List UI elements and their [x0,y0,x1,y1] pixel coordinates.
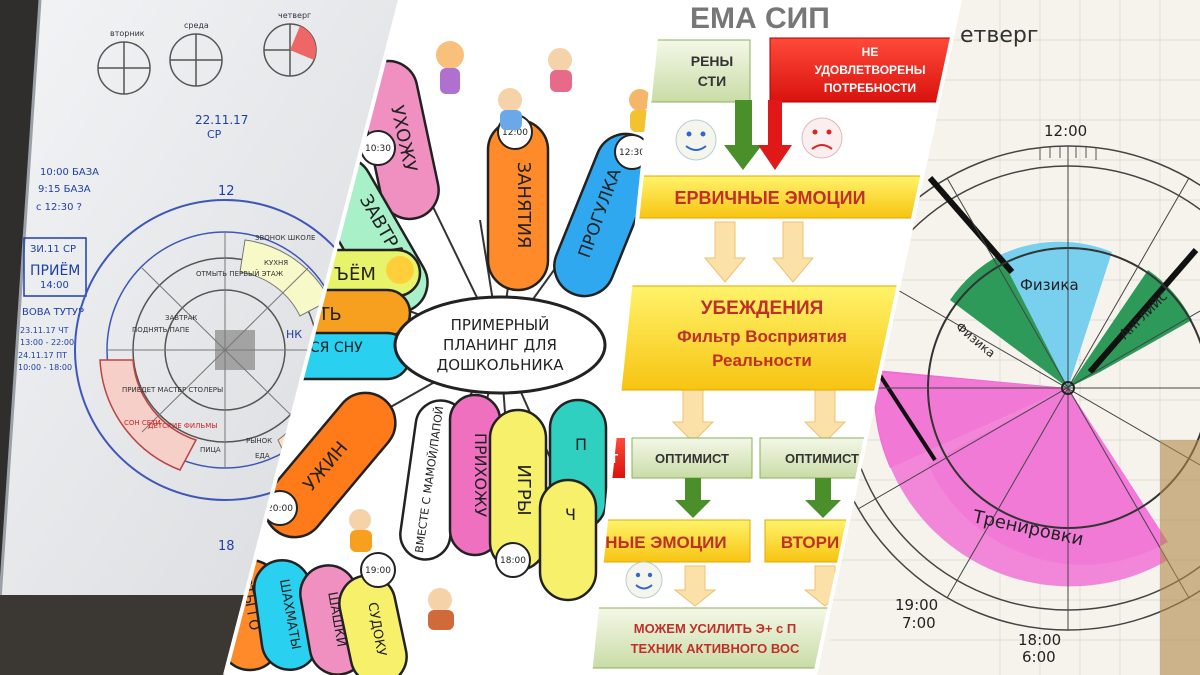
dial-ticks [1039,146,1097,160]
time-bubbles: 10:30 12:00 12:30 20:00 19:00 18:00 [262,114,650,588]
petal-zanyatiya: ЗАНЯТИЯ [486,118,550,292]
svg-text:9:15 БАЗА: 9:15 БАЗА [38,184,91,195]
svg-text:ВТОРИ: ВТОРИ [781,533,839,552]
day-label: среда [184,21,209,30]
svg-text:ОПТИМИСТ: ОПТИМИСТ [785,451,859,466]
mindmap-title-1: ПРИМЕРНЫЙ [451,315,550,334]
mindmap-center: ПРИМЕРНЫЙ ПЛАНИНГ ДЛЯ ДОШКОЛЬНИКА [393,295,607,395]
box-beliefs: УБЕЖДЕНИЯ Фильтр Восприятия Реальности [609,285,916,391]
smiley-sad-icon [801,117,843,159]
svg-text:ПРИЕДЕТ МАСТЕР СТОЛЕРЫ: ПРИЕДЕТ МАСТЕР СТОЛЕРЫ [122,386,223,394]
svg-text:РЫНОК: РЫНОК [246,437,272,445]
svg-text:12:00: 12:00 [1044,122,1087,140]
svg-text:ИГРЫ: ИГРЫ [513,464,534,515]
smiley-happy-icon [625,561,663,599]
svg-text:Реальности: Реальности [712,351,812,370]
svg-text:23.11.17 ЧТ: 23.11.17 ЧТ [20,326,69,335]
svg-text:10:00 - 18:00: 10:00 - 18:00 [18,363,72,372]
svg-text:ПИЦА: ПИЦА [200,446,221,454]
svg-text:18:00: 18:00 [1018,631,1061,649]
smiley-happy-icon [675,119,717,161]
svg-text:19:00: 19:00 [895,596,938,614]
board-day: СР [207,128,222,141]
svg-text:14:00: 14:00 [40,280,69,291]
svg-text:13:00 - 22:00: 13:00 - 22:00 [20,338,74,347]
svg-text:НК: НК [286,328,302,341]
day-heading: етверг [960,23,1038,48]
clock-noon: 12 [218,184,235,199]
svg-text:Физика: Физика [1020,276,1079,294]
svg-text:РЕНЫ: РЕНЫ [691,53,734,69]
box-primary-emotions: ЕРВИЧНЫЕ ЭМОЦИИ [614,175,926,219]
svg-text:ТЬ: ТЬ [317,304,341,325]
svg-text:П: П [575,435,587,454]
clock-panel: етверг [815,0,1200,675]
svg-text:ЪЁМ: ЪЁМ [334,264,376,285]
svg-text:ЕРВИЧНЫЕ ЭМОЦИИ: ЕРВИЧНЫЕ ЭМОЦИИ [674,188,865,208]
mini-pie-charts [97,23,317,95]
box-secondary-left: ЧНЫЕ ЭМОЦИИ [590,519,751,563]
svg-text:с 12:30 ?: с 12:30 ? [36,202,82,213]
svg-text:МОЖЕМ УСИЛИТЬ Э+ с П: МОЖЕМ УСИЛИТЬ Э+ с П [634,621,796,636]
box-unsatisfied: НЕ УДОВЛЕТВОРЕНЫ ПОТРЕБНОСТИ [769,37,960,103]
flow-header: ЕМА СИП [690,2,830,35]
mindmap-title-2: ПЛАНИНГ ДЛЯ [443,336,557,354]
svg-text:19:00: 19:00 [365,566,391,576]
mindmap-title-3: ДОШКОЛЬНИКА [436,356,564,374]
svg-text:НЕ: НЕ [862,45,879,59]
svg-text:Ч: Ч [565,505,576,524]
svg-text:10:00 БАЗА: 10:00 БАЗА [40,167,99,178]
clock-evening: 18 [218,539,235,554]
svg-text:ПОДНЯТЬ ПАПЕ: ПОДНЯТЬ ПАПЕ [132,326,189,334]
svg-text:ЗАВТРАК: ЗАВТРАК [165,314,197,322]
svg-text:ТЕХНИК АКТИВНОГО ВОС: ТЕХНИК АКТИВНОГО ВОС [631,641,800,656]
svg-text:СТИ: СТИ [698,73,726,89]
svg-text:ОТМЫТЬ ПЕРВЫЙ ЭТАЖ: ОТМЫТЬ ПЕРВЫЙ ЭТАЖ [196,269,284,278]
svg-text:10:30: 10:30 [365,144,391,154]
panel-dividers [223,0,962,675]
svg-text:ПОТРЕБНОСТИ: ПОТРЕБНОСТИ [824,81,916,95]
svg-text:12:30: 12:30 [619,148,645,158]
box-optimist-mid: ОПТИМИСТ [631,437,753,479]
petal-edge: П Ч [538,398,608,602]
svg-text:ЗАНЯТИЯ: ЗАНЯТИЯ [513,162,534,249]
svg-text:ПРИХОЖУ: ПРИХОЖУ [471,433,490,517]
svg-text:ДЕТСКИЕ ФИЛЬМЫ: ДЕТСКИЕ ФИЛЬМЫ [148,422,217,430]
petal-igry: ИГРЫ [488,408,548,572]
svg-text:УБЕЖДЕНИЯ: УБЕЖДЕНИЯ [701,298,824,319]
petal-uzhin: УЖИН [263,391,397,539]
pale-arrows [671,221,847,607]
box-satisfied: РЕНЫ СТИ [639,39,751,103]
arrow-green-icon [724,100,762,170]
svg-text:6:00: 6:00 [1022,648,1056,666]
pie-clock [825,145,1200,631]
arrow-red-icon [758,100,792,170]
svg-text:УДОВЛЕТВОРЕНЫ: УДОВЛЕТВОРЕНЫ [815,63,926,77]
svg-text:ПРИЁМ: ПРИЁМ [30,261,80,279]
day-label: вторник [110,29,145,38]
svg-text:7:00: 7:00 [902,614,936,632]
svg-text:ЧНЫЕ ЭМОЦИИ: ЧНЫЕ ЭМОЦИИ [593,533,726,552]
svg-text:Фильтр Восприятия: Фильтр Восприятия [677,327,847,346]
svg-text:ЗИ.11 СР: ЗИ.11 СР [30,244,76,255]
clock-segments: ОТМЫТЬ ПЕРВЫЙ ЭТАЖ ЗАВТРАК ПОДНЯТЬ ПАПЕ … [122,234,315,460]
svg-text:ЗВОНОК ШКОЛЕ: ЗВОНОК ШКОЛЕ [255,234,315,242]
svg-text:ВОВА ТУТУР: ВОВА ТУТУР [22,307,84,318]
svg-text:ОПТИМИСТ: ОПТИМИСТ [655,451,729,466]
day-label: четверг [278,11,311,20]
box-footer: МОЖЕМ УСИЛИТЬ Э+ с П ТЕХНИК АКТИВНОГО ВО… [590,607,866,669]
svg-text:20:00: 20:00 [267,504,293,514]
board-date: 22.11.17 [195,113,248,127]
board-notes: 10:00 БАЗА 9:15 БАЗА с 12:30 ? ЗИ.11 СР … [18,167,99,372]
svg-text:18:00: 18:00 [500,556,526,566]
svg-text:ЕДА: ЕДА [255,452,270,460]
svg-text:24.11.17 ПТ: 24.11.17 ПТ [18,351,67,360]
clock-times: 12:00 19:00 7:00 18:00 6:00 [895,122,1087,666]
svg-text:12:00: 12:00 [502,128,528,138]
svg-text:КУХНЯ: КУХНЯ [264,259,288,267]
svg-text:СОН СЕТИ: СОН СЕТИ [124,419,161,427]
